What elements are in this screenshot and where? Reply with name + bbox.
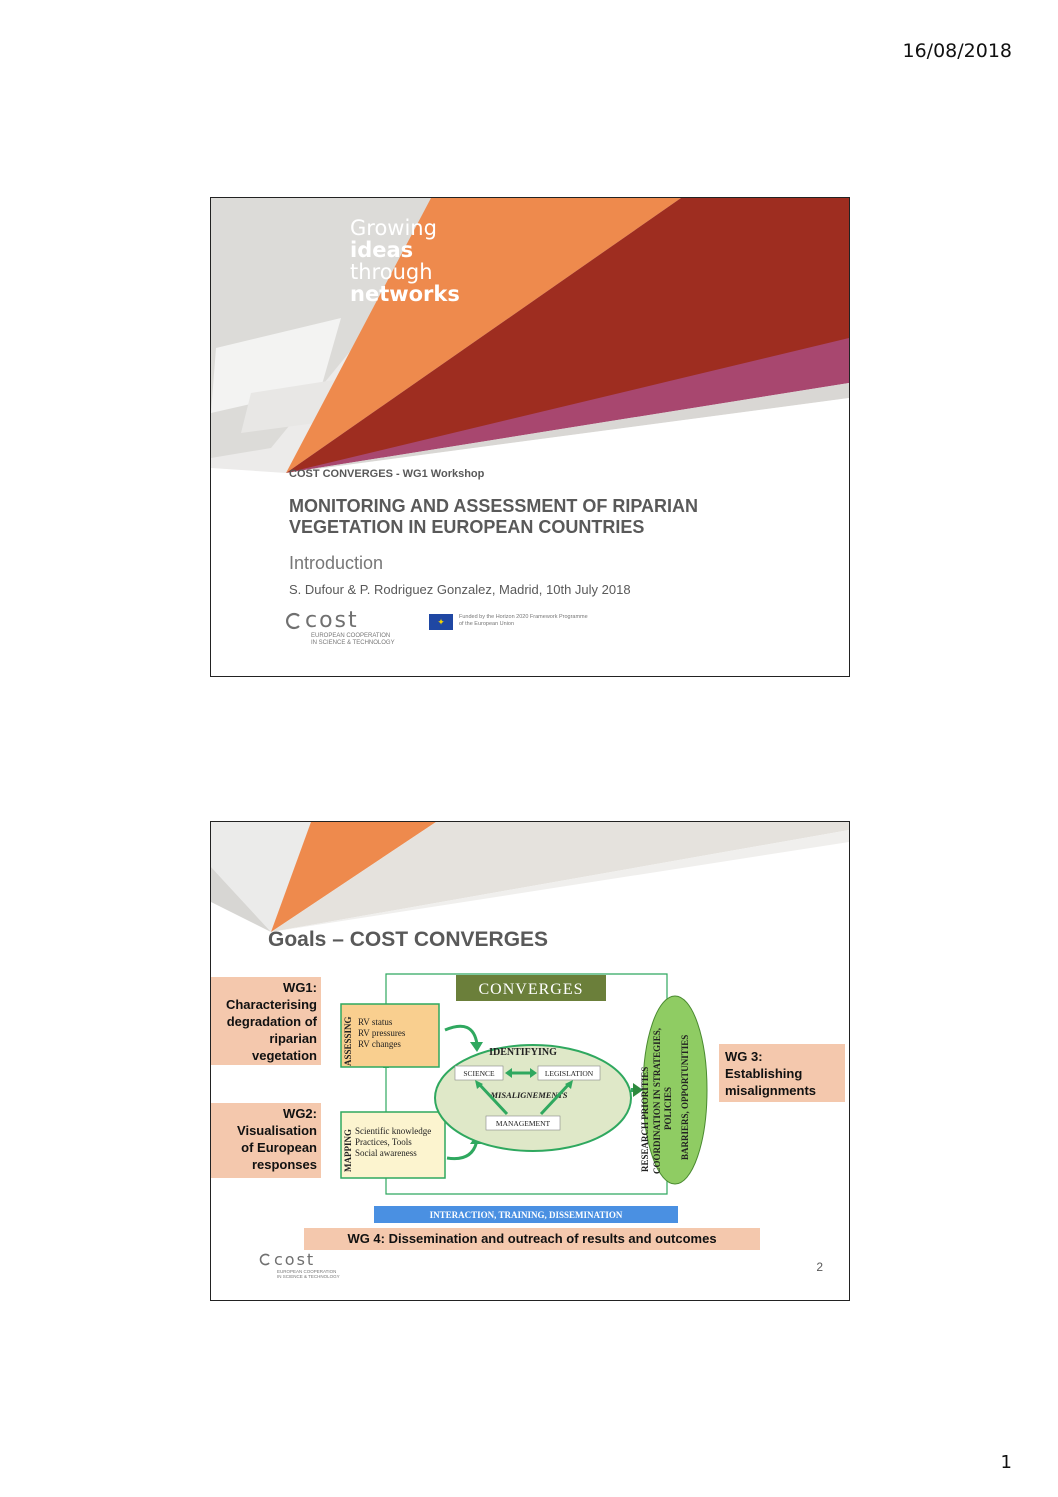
wg1-line-4: riparian	[269, 1031, 317, 1046]
oval-line-3: POLICIES	[663, 1087, 673, 1130]
science-label: SCIENCE	[463, 1069, 495, 1078]
misalignements-label: MISALIGNEMENTS	[490, 1090, 568, 1100]
wg3-line-3: misalignments	[725, 1083, 817, 1098]
assessing-item-2: RV pressures	[358, 1028, 406, 1038]
title-line-1: MONITORING AND ASSESSMENT OF RIPARIAN	[289, 496, 699, 516]
assessing-label: ASSESSING	[343, 1016, 353, 1066]
eu-funding-line1: Funded by the Horizon 2020 Framework Pro…	[459, 614, 588, 620]
tagline-growing: Growing	[350, 216, 437, 240]
eu-funding-line2: of the European Union	[459, 621, 515, 627]
page-number: 1	[1000, 1452, 1012, 1473]
tagline-networks: networks	[350, 282, 460, 306]
cost-logo-small-icon	[259, 1253, 270, 1266]
wg2-line-1: WG2:	[283, 1106, 317, 1121]
mapping-item-3: Social awareness	[355, 1148, 417, 1158]
cost-logo: cost EUROPEAN COOPERATION IN SCIENCE & T…	[285, 608, 395, 647]
oval-line-1: RESEARCH PRIORITIES	[640, 1067, 650, 1172]
cost-logo-small-line1: EUROPEAN COOPERATION	[277, 1269, 337, 1274]
cost-logo-small-line2: IN SCIENCE & TECHNOLOGY	[277, 1274, 340, 1279]
oval-line-2: COORDINATION IN STRATEGIES,	[652, 1028, 662, 1174]
slide-title-heading: MONITORING AND ASSESSMENT OF RIPARIAN VE…	[289, 496, 809, 538]
mapping-item-1: Scientific knowledge	[355, 1126, 431, 1136]
cost-logo-word: cost	[305, 608, 359, 633]
interaction-bar-label: INTERACTION, TRAINING, DISSEMINATION	[430, 1210, 623, 1220]
tagline: Growing ideas through networks	[350, 217, 460, 305]
wg3-line-2: Establishing	[725, 1066, 803, 1081]
cost-logo-small: cost EUROPEAN COOPERATION IN SCIENCE & T…	[259, 1250, 340, 1279]
title-banner-graphic	[211, 198, 849, 676]
management-label: MANAGEMENT	[496, 1119, 551, 1128]
legislation-label: LEGISLATION	[545, 1069, 594, 1078]
wg2-line-4: responses	[251, 1157, 317, 1172]
eu-funding: ✦ Funded by the Horizon 2020 Framework P…	[429, 614, 599, 630]
converges-header: CONVERGES	[478, 981, 583, 998]
wg2-line-3: of European	[241, 1140, 317, 1155]
slide-subtitle: Introduction	[289, 553, 384, 573]
wg1-box: WG1: Characterising degradation of ripar…	[211, 977, 321, 1065]
wg1-line-1: WG1:	[283, 980, 317, 995]
page-date: 16/08/2018	[902, 40, 1012, 62]
cost-logo-line2: IN SCIENCE & TECHNOLOGY	[311, 640, 395, 646]
slide-number: 2	[816, 1260, 823, 1274]
workshop-label: COST CONVERGES - WG1 Workshop	[289, 468, 485, 480]
wg2-line-2: Visualisation	[237, 1123, 317, 1138]
cost-logo-icon	[286, 612, 300, 629]
goals-banner-graphic	[211, 822, 849, 932]
wg1-line-2: Characterising	[225, 997, 317, 1012]
oval-line-4: BARRIERS, OPPORTUNITIES	[680, 1035, 690, 1160]
wg4-box: WG 4: Dissemination and outreach of resu…	[304, 1228, 760, 1250]
mapping-label: MAPPING	[343, 1129, 353, 1172]
title-line-2: VEGETATION IN EUROPEAN COUNTRIES	[289, 517, 645, 537]
assessing-item-1: RV status	[358, 1017, 393, 1027]
cost-logo-line1: EUROPEAN COOPERATION	[311, 633, 391, 639]
identifying-label: IDENTIFYING	[489, 1047, 557, 1058]
slide-title: Growing ideas through networks COST CONV…	[210, 197, 850, 677]
tagline-through: through	[350, 260, 433, 284]
goals-title: Goals – COST CONVERGES	[268, 928, 549, 951]
eu-flag-icon: ✦	[429, 614, 453, 630]
wg3-line-1: WG 3:	[725, 1049, 763, 1064]
assessing-item-3: RV changes	[358, 1039, 401, 1049]
authors-line: S. Dufour & P. Rodriguez Gonzalez, Madri…	[289, 582, 631, 597]
converges-diagram: CONVERGES ASSESSING RV status RV pressur…	[340, 973, 708, 1223]
tagline-ideas: ideas	[350, 238, 414, 262]
wg1-line-5: vegetation	[251, 1048, 317, 1063]
slide-goals: Goals – COST CONVERGES WG1: Characterisi…	[210, 821, 850, 1301]
wg2-box: WG2: Visualisation of European responses	[211, 1103, 321, 1178]
cost-logo-small-word: cost	[274, 1250, 316, 1269]
wg1-line-3: degradation of	[226, 1014, 317, 1029]
mapping-item-2: Practices, Tools	[355, 1137, 412, 1147]
wg3-box: WG 3: Establishing misalignments	[719, 1044, 845, 1102]
